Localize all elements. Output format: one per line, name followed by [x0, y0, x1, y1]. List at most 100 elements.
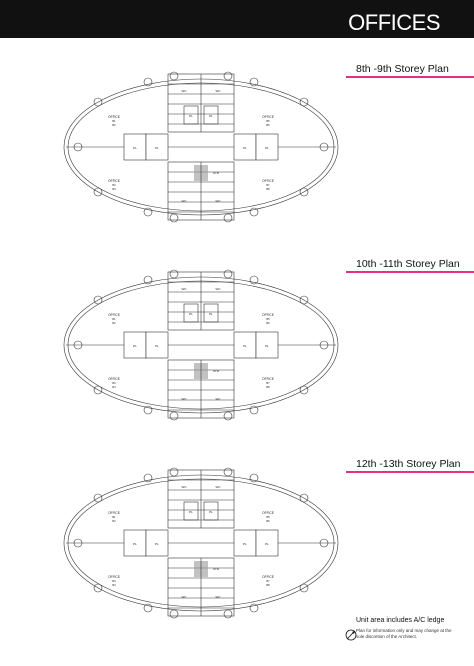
unit-code-label: B1 [112, 119, 116, 123]
lift-label: PL [133, 146, 137, 150]
structural-column [143, 405, 153, 415]
structural-column [223, 269, 233, 279]
structural-column [143, 275, 153, 285]
plan-title-12-13: 12th -13th Storey Plan [356, 458, 461, 470]
plan-title-underline [346, 271, 474, 273]
office-label: OFFICE [108, 377, 120, 381]
structural-column [169, 213, 179, 223]
lift-label: PL [155, 146, 159, 150]
structural-column [93, 493, 103, 503]
north-arrow-icon [345, 628, 357, 641]
structural-column [299, 385, 309, 395]
lift-lobby-left [145, 331, 169, 359]
office-label: OFFICE [108, 511, 120, 515]
structural-column [249, 207, 259, 217]
unit-code-label: B5 [266, 119, 270, 123]
lift-label: PL [265, 344, 269, 348]
structural-column [143, 207, 153, 217]
structural-column [299, 187, 309, 197]
structural-column [93, 97, 103, 107]
lift-lobby-right [255, 529, 279, 557]
unit-code-label: B6 [266, 123, 270, 127]
structural-column [73, 538, 83, 548]
lift-shaft [183, 105, 199, 125]
wc-label: WC [182, 199, 188, 203]
page-header: OFFICES [0, 0, 474, 38]
unit-code-label: B8 [266, 385, 270, 389]
structural-column [169, 411, 179, 421]
office-label: OFFICE [262, 313, 274, 317]
plan-title-underline [346, 471, 474, 473]
wc-label: WC [216, 199, 222, 203]
lift-label: PL [243, 146, 247, 150]
unit-code-label: B5 [266, 317, 270, 321]
lift-label: PL [243, 344, 247, 348]
structural-column [73, 142, 83, 152]
unit-code-label: B7 [266, 183, 270, 187]
wc-label: WC [182, 397, 188, 401]
wc-label: WC [182, 595, 188, 599]
plan-title-underline [346, 76, 474, 78]
unit-code-label: B3 [112, 381, 116, 385]
structural-column [249, 275, 259, 285]
office-label: OFFICE [262, 511, 274, 515]
lift-label: PL [265, 146, 269, 150]
unit-code-label: B6 [266, 519, 270, 523]
structural-column [319, 142, 329, 152]
structural-column [143, 473, 153, 483]
stair-label: STR [213, 567, 220, 571]
lift-label: PL [189, 114, 193, 118]
wc-label: WC [216, 287, 222, 291]
structural-column [299, 295, 309, 305]
structural-column [319, 340, 329, 350]
structural-column [249, 77, 259, 87]
wc-label: WC [216, 485, 222, 489]
wc-label: WC [182, 287, 188, 291]
plan-drawing [63, 269, 339, 421]
structural-column [93, 385, 103, 395]
structural-column [223, 467, 233, 477]
lift-shaft [183, 501, 199, 521]
plan-title-10-11: 10th -11th Storey Plan [356, 258, 460, 270]
unit-code-label: B7 [266, 579, 270, 583]
wc-label: WC [182, 89, 188, 93]
lift-lobby-left [145, 133, 169, 161]
lift-label: PL [133, 344, 137, 348]
structural-column [143, 77, 153, 87]
unit-code-label: B2 [112, 321, 116, 325]
structural-column [169, 609, 179, 619]
unit-code-label: B4 [112, 385, 116, 389]
lift-lobby-right [255, 133, 279, 161]
structural-column [93, 295, 103, 305]
structural-column [93, 583, 103, 593]
lift-label: PL [209, 114, 213, 118]
structural-column [143, 603, 153, 613]
structural-column [319, 538, 329, 548]
wc-label: WC [216, 595, 222, 599]
office-label: OFFICE [108, 575, 120, 579]
lift-lobby-left [145, 529, 169, 557]
wc-label: WC [182, 485, 188, 489]
structural-column [249, 473, 259, 483]
unit-code-label: B6 [266, 321, 270, 325]
wc-label: WC [216, 89, 222, 93]
structural-column [249, 603, 259, 613]
unit-code-label: B1 [112, 317, 116, 321]
structural-column [249, 405, 259, 415]
plan-title-8-9: 8th -9th Storey Plan [356, 63, 449, 75]
office-label: OFFICE [108, 115, 120, 119]
lift-label: PL [155, 542, 159, 546]
unit-code-label: B7 [266, 381, 270, 385]
office-label: OFFICE [262, 179, 274, 183]
structural-column [169, 269, 179, 279]
office-label: OFFICE [108, 313, 120, 317]
unit-code-label: B5 [266, 515, 270, 519]
lift-shaft [203, 303, 219, 323]
unit-area-note: Unit area includes A/C ledge [356, 617, 445, 624]
wc-label: WC [216, 397, 222, 401]
lift-label: PL [209, 510, 213, 514]
lift-label: PL [155, 344, 159, 348]
lift-shaft [203, 105, 219, 125]
